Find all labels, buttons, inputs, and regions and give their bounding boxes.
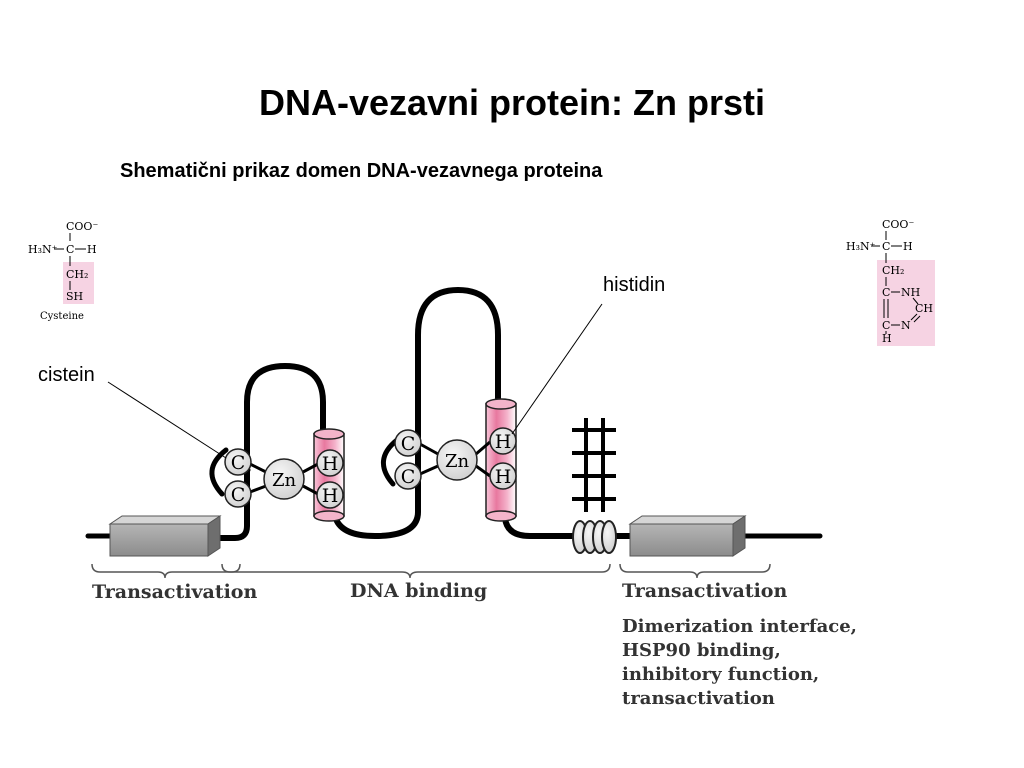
finger2-h2: H xyxy=(495,466,512,488)
right-desc-line: transactivation xyxy=(622,688,775,709)
cysteine-sh: SH xyxy=(66,290,83,303)
cysteine-alpha-c: C xyxy=(66,243,74,256)
brace-transactivation-right xyxy=(619,563,771,579)
finger1-h1: H xyxy=(322,453,339,475)
coil-element xyxy=(572,520,617,554)
right-desc-line: HSP90 binding, xyxy=(622,640,781,661)
cysteine-ball xyxy=(394,462,422,490)
histidin-pointer-line xyxy=(511,303,603,435)
histidine-ring-c2: C xyxy=(882,319,890,332)
finger1-h2: H xyxy=(322,485,339,507)
brace-dna-binding xyxy=(221,563,611,579)
cysteine-ball xyxy=(224,480,252,508)
histidine-h3n: H₃N⁺ xyxy=(846,240,876,253)
finger2-c2: C xyxy=(401,466,416,488)
bond xyxy=(910,313,918,321)
histidine-n: N xyxy=(901,319,911,332)
histidine-ball xyxy=(489,427,517,455)
transactivation-box-left xyxy=(108,515,222,557)
cysteine-ball xyxy=(394,429,422,457)
finger2-zn: Zn xyxy=(445,451,470,472)
histidine-ball xyxy=(316,449,344,477)
protein-backbone xyxy=(85,287,823,541)
zinc-ion xyxy=(436,439,478,481)
histidine-coo: COO⁻ xyxy=(882,218,914,231)
cysteine-ball xyxy=(224,448,252,476)
cysteine-side-chain-highlight xyxy=(63,262,94,304)
cistein-label: cistein xyxy=(38,364,95,386)
cistein-pointer-line xyxy=(107,381,227,459)
cysteine-structure: COO⁻ H₃N⁺ C H CH₂ SH Cysteine xyxy=(28,220,98,322)
dna-ladder xyxy=(572,418,616,512)
domain-labels: Transactivation DNA binding Transactivat… xyxy=(92,580,857,709)
zinc-finger-1: C C Zn H H xyxy=(224,428,345,522)
histidine-ch: CH xyxy=(915,302,933,315)
zinc-ion xyxy=(263,458,305,500)
cysteine-ch2: CH₂ xyxy=(66,268,88,281)
histidin-label: histidin xyxy=(603,274,665,296)
bond xyxy=(913,315,921,323)
zinc-finger-2: C C Zn H H xyxy=(394,398,517,522)
bond xyxy=(912,297,919,305)
domain-transactivation-left: Transactivation xyxy=(92,581,257,603)
finger2-h1: H xyxy=(495,431,512,453)
domain-dna-binding: DNA binding xyxy=(350,580,487,602)
slide-subtitle: Shematični prikaz domen DNA-vezavnega pr… xyxy=(120,160,603,182)
transactivation-box-right xyxy=(628,515,747,557)
right-desc-line: inhibitory function, xyxy=(622,664,819,685)
brace-transactivation-left xyxy=(91,563,241,579)
domain-transactivation-right: Transactivation xyxy=(622,580,787,602)
right-desc-line: Dimerization interface, xyxy=(622,616,857,637)
cysteine-name: Cysteine xyxy=(40,311,84,322)
histidine-ball xyxy=(489,462,517,490)
histidine-ring-h: H xyxy=(882,332,892,345)
slide-title: DNA-vezavni protein: Zn prsti xyxy=(258,82,766,123)
finger1-zn: Zn xyxy=(272,470,297,491)
cysteine-h3n: H₃N⁺ xyxy=(28,243,58,256)
histidine-side-chain-highlight xyxy=(877,260,935,346)
cysteine-h: H xyxy=(87,243,97,256)
histidine-h: H xyxy=(903,240,913,253)
finger2-c1: C xyxy=(401,433,416,455)
histidine-nh: NH xyxy=(901,286,920,299)
cysteine-coo: COO⁻ xyxy=(66,220,98,233)
finger1-c1: C xyxy=(231,452,246,474)
histidine-ring-c1: C xyxy=(882,286,890,299)
histidine-ball xyxy=(316,481,344,509)
finger1-c2: C xyxy=(231,484,246,506)
histidine-ch2: CH₂ xyxy=(882,264,904,277)
histidine-alpha-c: C xyxy=(882,240,890,253)
domain-braces xyxy=(91,563,771,579)
histidine-structure: COO⁻ H₃N⁺ C H CH₂ C NH CH C N H xyxy=(846,218,935,346)
